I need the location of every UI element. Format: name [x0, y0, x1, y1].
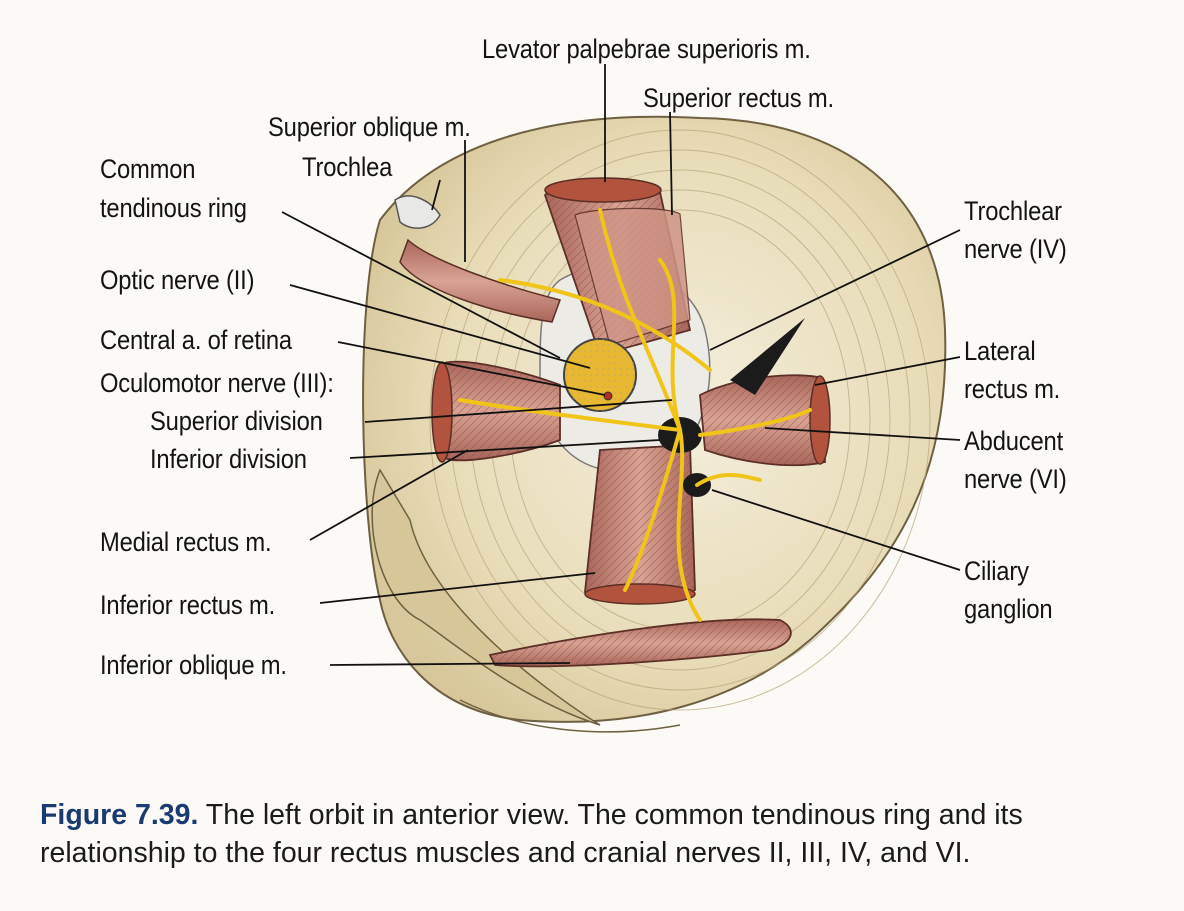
- label-levator: Levator palpebrae superioris m.: [482, 34, 811, 64]
- label-superior-oblique: Superior oblique m.: [268, 112, 471, 142]
- caption-text: The left orbit in anterior view. The com…: [40, 799, 1023, 869]
- figure-caption: Figure 7.39. The left orbit in anterior …: [40, 796, 1150, 872]
- lateral-rectus-muscle: [699, 374, 831, 467]
- label-inferior-rectus: Inferior rectus m.: [100, 590, 276, 620]
- superior-oblique-muscle: [394, 195, 561, 323]
- levator-muscle: [574, 207, 691, 346]
- label-medial-rectus: Medial rectus m.: [100, 527, 272, 557]
- label-inferior-division: Inferior division: [150, 444, 307, 474]
- label-trochlear-2: nerve (IV): [964, 234, 1067, 264]
- label-trochlear-1: Trochlear: [964, 196, 1062, 226]
- label-lateral-1: Lateral: [964, 336, 1036, 366]
- optic-nerve: [563, 338, 637, 412]
- figure-number: Figure 7.39.: [40, 799, 199, 831]
- orbital-fissure: [730, 318, 805, 395]
- medial-rectus-muscle: [431, 360, 561, 463]
- label-superior-rectus: Superior rectus m.: [643, 83, 834, 113]
- label-optic-nerve: Optic nerve (II): [100, 265, 255, 295]
- label-trochlea: Trochlea: [302, 152, 393, 182]
- leader-lines: [281, 64, 961, 666]
- cranial-nerves: [458, 208, 812, 622]
- label-ciliary-2: ganglion: [964, 594, 1053, 624]
- label-abducent-2: nerve (VI): [964, 464, 1067, 494]
- label-oculomotor: Oculomotor nerve (III):: [100, 368, 334, 398]
- label-central-artery: Central a. of retina: [100, 325, 292, 355]
- label-inferior-oblique: Inferior oblique m.: [100, 650, 287, 680]
- label-superior-division: Superior division: [150, 406, 323, 436]
- label-abducent-1: Abducent: [964, 426, 1063, 456]
- label-lateral-2: rectus m.: [964, 374, 1061, 404]
- label-ciliary-1: Ciliary: [964, 556, 1029, 586]
- inferior-rectus-muscle: [584, 444, 696, 605]
- label-common-ring-2: tendinous ring: [100, 193, 247, 223]
- label-common-ring-1: Common: [100, 154, 196, 184]
- inferior-oblique-muscle: [488, 618, 792, 668]
